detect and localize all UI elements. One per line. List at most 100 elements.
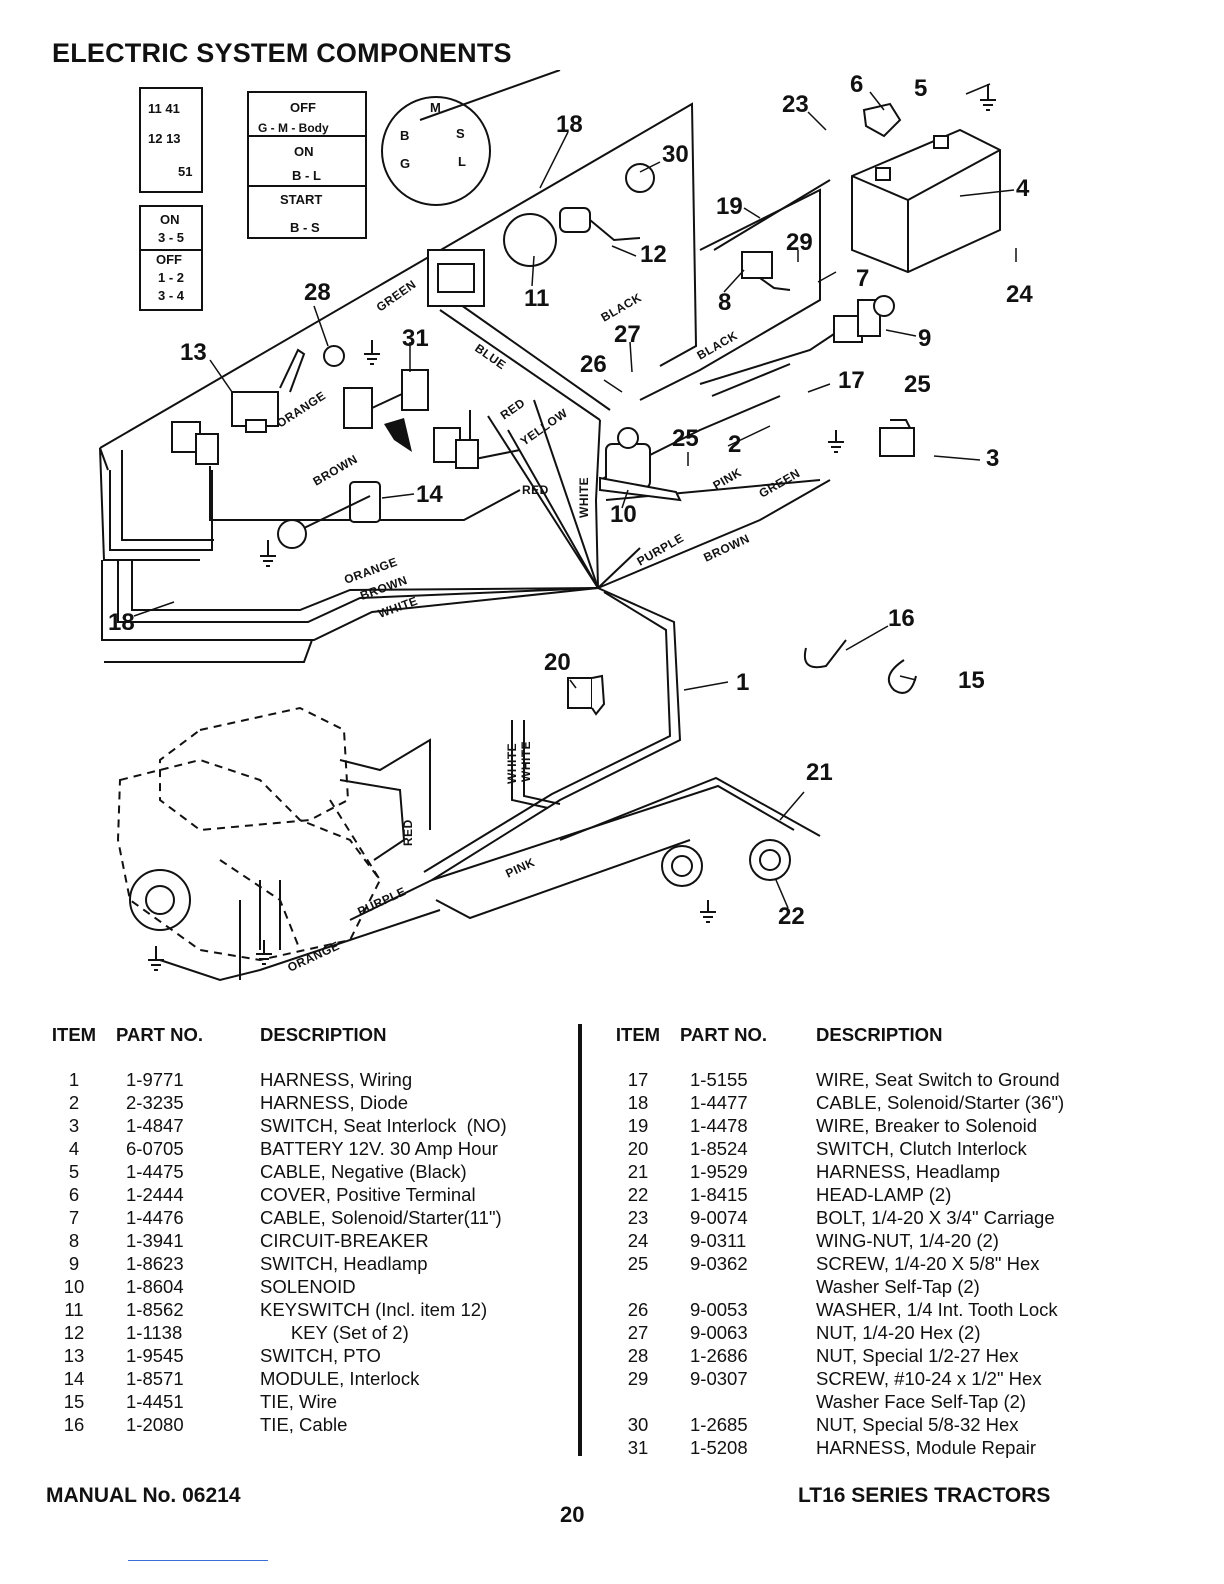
- key-on: ON: [294, 144, 314, 159]
- part-number: 1-5155: [690, 1069, 748, 1090]
- header-part-no: PART NO.: [680, 1024, 768, 1045]
- item-number: 7: [68, 1207, 80, 1228]
- item-number: 5: [68, 1161, 80, 1182]
- part-number: 2-3235: [126, 1092, 184, 1113]
- part-description: NUT, Special 1/2-27 Hex: [816, 1345, 1019, 1366]
- callout-10: 10: [610, 501, 637, 528]
- page-title: ELECTRIC SYSTEM COMPONENTS: [52, 38, 512, 68]
- key-off-detail: G - M - Body: [258, 121, 329, 135]
- wire-label-black: BLACK: [599, 290, 645, 324]
- callout-24: 24: [1006, 281, 1033, 308]
- connector-block-icon: [427, 249, 485, 307]
- headlamp-harness: [431, 784, 795, 881]
- nut-28-icon: [323, 345, 345, 367]
- callout-11: 11: [524, 285, 549, 312]
- callout-8: 8: [718, 289, 731, 316]
- face-l: L: [458, 154, 466, 169]
- wire-label-white: WHITE: [577, 477, 591, 518]
- header-description: DESCRIPTION: [816, 1024, 943, 1045]
- part-description: HARNESS, Module Repair: [816, 1437, 1037, 1458]
- part-description: SCREW, #10-24 x 1/2" Hex: [816, 1368, 1042, 1389]
- callout-15: 15: [958, 667, 985, 694]
- manual-number: MANUAL No. 06214: [46, 1484, 241, 1507]
- header-description: DESCRIPTION: [260, 1024, 387, 1045]
- wire-label-red-2: RED: [522, 483, 549, 497]
- callout-25-center: 25: [672, 425, 699, 452]
- bottom-rule: [128, 1560, 268, 1561]
- cable-tie-16-icon: [804, 639, 847, 669]
- part-description: SOLENOID: [260, 1276, 356, 1297]
- callout-28: 28: [304, 279, 331, 306]
- header-part-no: PART NO.: [116, 1024, 204, 1045]
- part-description: BOLT, 1/4-20 X 3/4" Carriage: [816, 1207, 1055, 1228]
- part-number: 1-2686: [690, 1345, 748, 1366]
- callout-25-right: 25: [904, 371, 931, 398]
- engine-outline: [159, 706, 350, 832]
- item-number: 31: [627, 1437, 649, 1458]
- part-description: CABLE, Negative (Black): [260, 1161, 467, 1182]
- part-number: 9-0074: [690, 1207, 748, 1228]
- header-item: ITEM: [615, 1024, 661, 1045]
- callout-27: 27: [614, 321, 641, 348]
- wire-label-pink-2: PINK: [503, 855, 537, 881]
- wire-label-white-4: WHITE: [519, 741, 533, 782]
- part-number: [670, 1390, 802, 1413]
- ground-icon: [828, 430, 844, 453]
- cover-6-icon: [862, 102, 902, 138]
- page-number: 20: [560, 1502, 585, 1527]
- pto-switch-icon: [231, 348, 306, 433]
- item-number: 6: [68, 1184, 80, 1205]
- item-number: 28: [627, 1345, 649, 1366]
- headlamp-right-icon: [749, 839, 791, 881]
- part-number: 1-3941: [126, 1230, 184, 1251]
- seat-switch-icon: [879, 419, 915, 457]
- part-number: 1-2444: [126, 1184, 184, 1205]
- item-number: 1: [68, 1069, 80, 1090]
- terminal-row-2: 12 13: [148, 131, 181, 146]
- callout-23: 23: [782, 91, 809, 118]
- part-description: CABLE, Solenoid/Starter (36"): [816, 1092, 1065, 1113]
- callout-18-left: 18: [108, 609, 135, 636]
- on-pins: 3 - 5: [158, 230, 184, 245]
- item-number: 20: [627, 1138, 649, 1159]
- callout-29: 29: [786, 229, 813, 256]
- ground-icon: [148, 946, 164, 971]
- connector-13-icon: [171, 421, 219, 465]
- key-on-detail: B - L: [292, 168, 321, 183]
- callout-14: 14: [416, 481, 443, 508]
- key-off: OFF: [290, 100, 316, 115]
- clutch-interlock-icon: [567, 674, 606, 716]
- connector-red-icon: [433, 427, 479, 469]
- item-number: 17: [627, 1069, 649, 1090]
- item-number: 22: [627, 1184, 649, 1205]
- table-row: Washer Face Self-Tap (2): [606, 1390, 1166, 1413]
- part-number: 1-8604: [126, 1276, 184, 1297]
- table-row: 28 1-2686 NUT, Special 1/2-27 Hex: [606, 1344, 1166, 1367]
- key-start: START: [280, 192, 322, 207]
- item-number: 2: [68, 1092, 80, 1113]
- item-number: 18: [627, 1092, 649, 1113]
- parts-header: ITEM PART NO. DESCRIPTION: [606, 1024, 1166, 1068]
- wire-label-orange: ORANGE: [274, 388, 328, 430]
- item-number: 16: [63, 1414, 85, 1435]
- part-description: KEYSWITCH (Incl. item 12): [260, 1299, 488, 1320]
- part-description: HARNESS, Headlamp: [816, 1161, 1001, 1182]
- part-description: HARNESS, Wiring: [260, 1069, 413, 1090]
- wire-label-black-2: BLACK: [695, 328, 741, 362]
- part-description: NUT, Special 5/8-32 Hex: [816, 1414, 1019, 1435]
- part-description: KEY (Set of 2): [260, 1322, 409, 1343]
- callout-22: 22: [778, 903, 805, 930]
